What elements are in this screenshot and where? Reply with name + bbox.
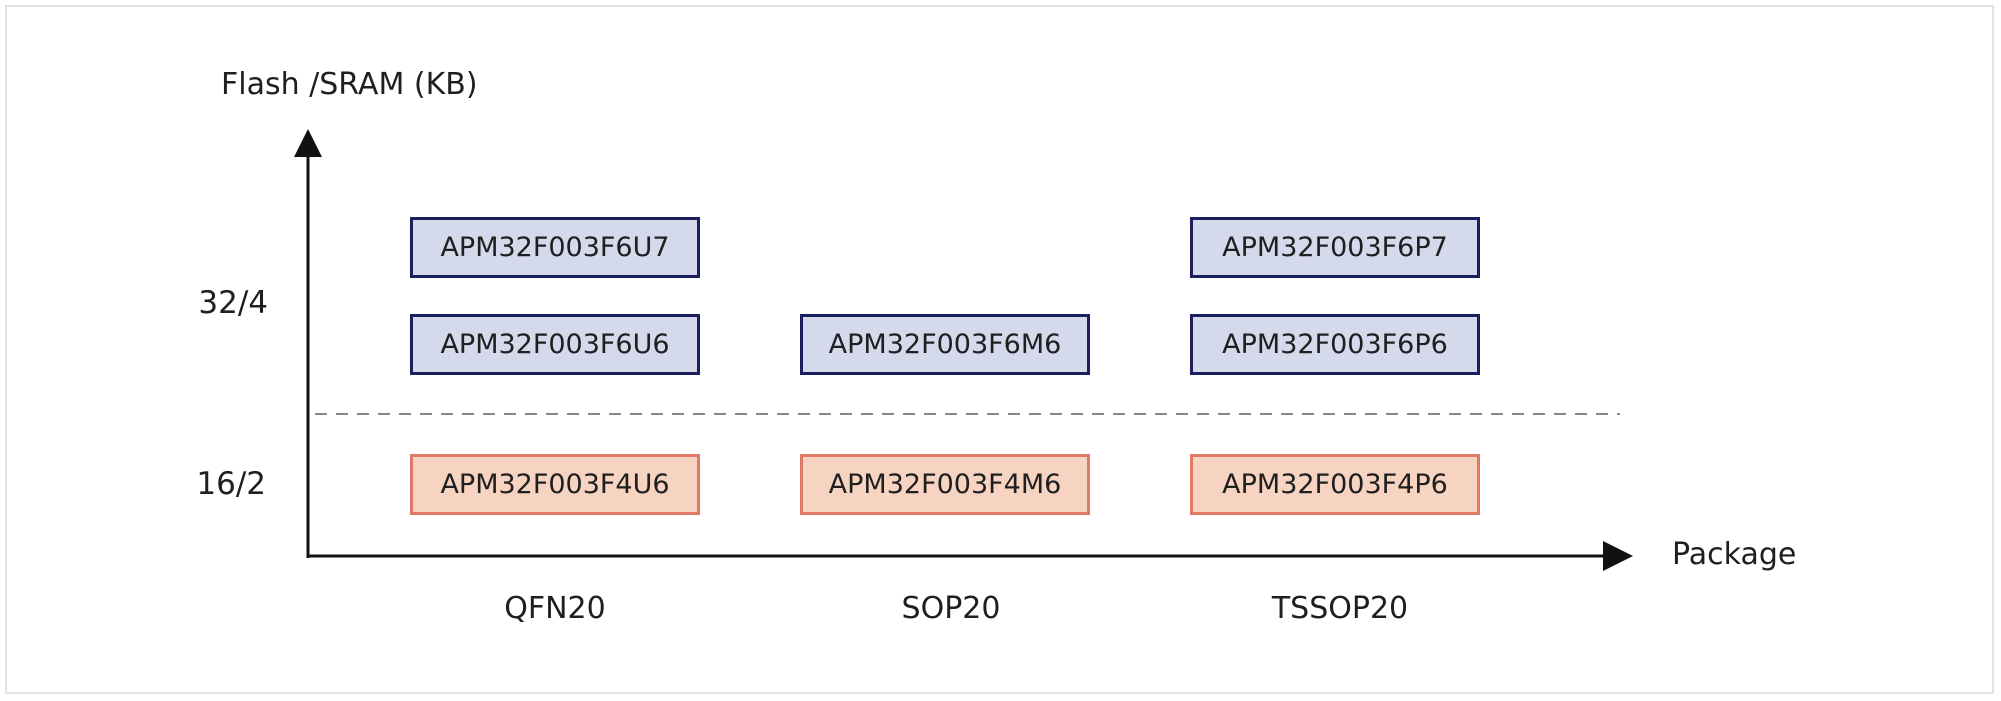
y-axis-title: Flash /SRAM (KB) (221, 67, 478, 102)
part-chip: APM32F003F6M6 (800, 314, 1090, 375)
part-chip: APM32F003F4P6 (1190, 454, 1480, 515)
part-chip: APM32F003F4U6 (410, 454, 700, 515)
x-axis-title: Package (1672, 537, 1797, 572)
package-tssop20: TSSOP20 (1271, 591, 1409, 626)
y-axis-arrow-icon (294, 129, 322, 157)
part-chip: APM32F003F6P6 (1190, 314, 1480, 375)
x-axis-arrow-icon (1603, 541, 1633, 571)
part-chip: APM32F003F6U7 (410, 217, 700, 278)
package-qfn20: QFN20 (504, 591, 606, 626)
package-sop20: SOP20 (901, 591, 1001, 626)
part-chip: APM32F003F4M6 (800, 454, 1090, 515)
y-level-16-2: 16/2 (196, 466, 266, 502)
part-chip: APM32F003F6U6 (410, 314, 700, 375)
y-level-32-4: 32/4 (198, 285, 268, 321)
part-chip: APM32F003F6P7 (1190, 217, 1480, 278)
